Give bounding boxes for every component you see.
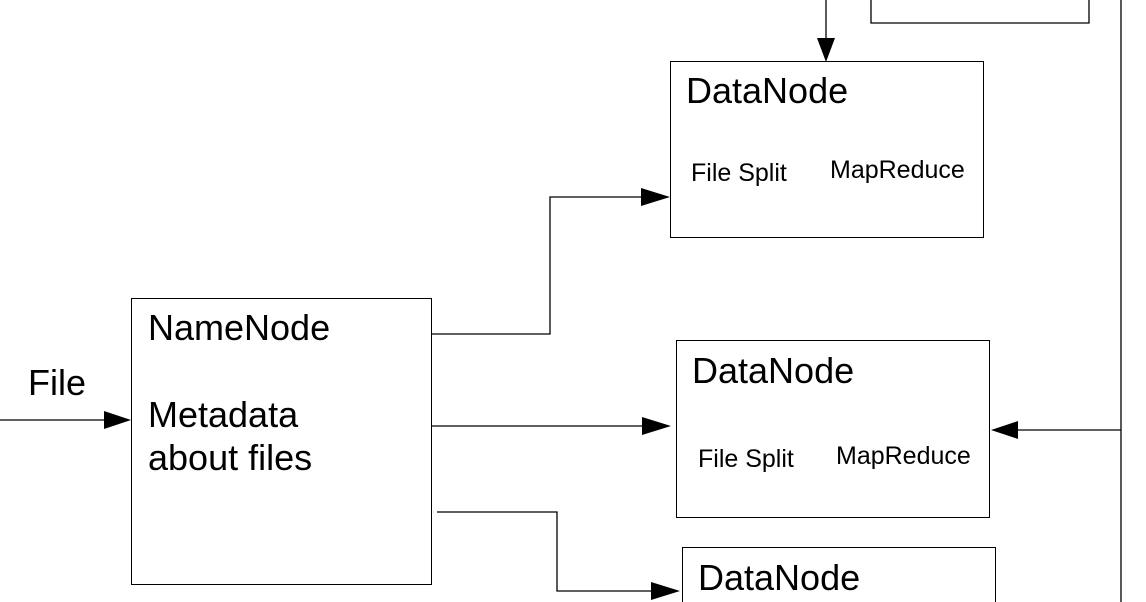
datanode-3-arrowhead bbox=[651, 582, 680, 600]
datanode-1-title: DataNode bbox=[686, 70, 849, 111]
datanode-box-2: DataNode File Split MapReduce bbox=[676, 340, 990, 518]
partial-box-top-right bbox=[870, 0, 1090, 24]
namenode-metadata-line2: about files bbox=[148, 437, 313, 478]
datanode-1-mapreduce: MapReduce bbox=[830, 156, 965, 184]
datanode-2-file-split: File Split bbox=[698, 445, 794, 473]
namenode-box: NameNode Metadata about files bbox=[131, 298, 432, 585]
file-input-arrowhead bbox=[104, 411, 131, 429]
namenode-metadata-line1: Metadata bbox=[148, 394, 299, 435]
datanode-2-arrowhead bbox=[642, 417, 671, 435]
right-to-datanode-2-arrowhead bbox=[991, 421, 1018, 439]
file-label: File bbox=[28, 362, 87, 403]
datanode-box-3: DataNode bbox=[682, 547, 996, 602]
datanode-2-title: DataNode bbox=[692, 350, 855, 391]
datanode-box-1: DataNode File Split MapReduce bbox=[670, 61, 984, 238]
datanode-1-file-split: File Split bbox=[691, 159, 787, 187]
datanode-2-mapreduce: MapReduce bbox=[836, 442, 971, 470]
datanode-3-title: DataNode bbox=[698, 557, 861, 598]
namenode-title: NameNode bbox=[148, 307, 331, 348]
top-incoming-arrowhead bbox=[817, 38, 835, 62]
namenode-to-datanode-3-connector bbox=[437, 511, 652, 592]
namenode-to-datanode-1-connector bbox=[432, 196, 642, 335]
datanode-1-arrowhead bbox=[641, 188, 670, 206]
